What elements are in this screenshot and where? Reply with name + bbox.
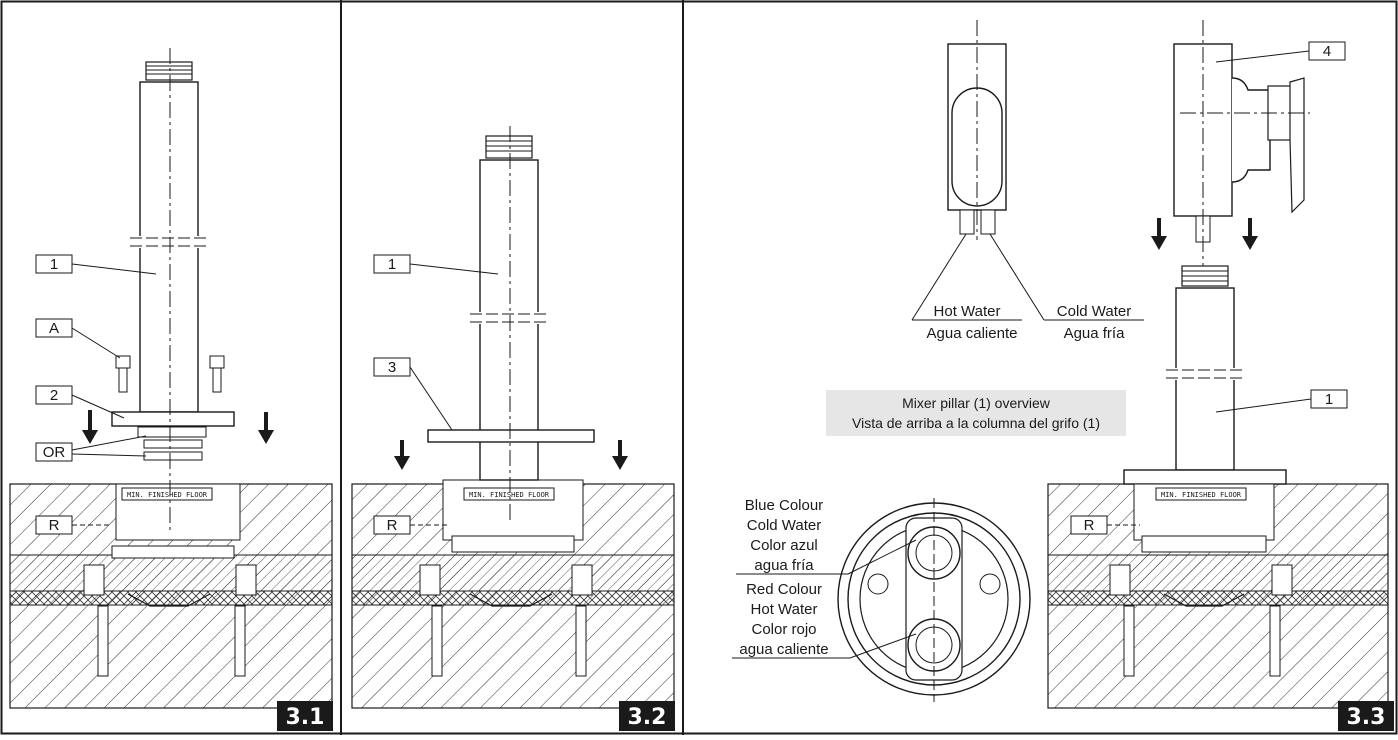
callout-3: 3: [373, 357, 453, 431]
pillar-tube: [130, 61, 210, 413]
pillar-tube: [470, 135, 550, 481]
callout-2: 2: [35, 385, 125, 419]
callout-1: 1: [1215, 389, 1348, 413]
callout-or: OR: [35, 435, 147, 462]
floor-label: MIN. FINISHED FLOOR: [1161, 491, 1242, 499]
blue-note-line: Blue Colour: [745, 497, 823, 514]
overview-caption: Mixer pillar (1) overview Vista de arrib…: [826, 390, 1126, 436]
screw-pair: [115, 355, 225, 393]
panel-3-1: MIN. FINISHED FLOOR: [9, 48, 333, 731]
down-arrow: [612, 440, 628, 470]
red-colour-callout: Red Colour Hot Water Color rojo agua cal…: [732, 581, 917, 659]
callout-label: 3: [388, 359, 396, 376]
callout-label: OR: [43, 444, 66, 461]
callout-label: 1: [50, 256, 58, 273]
callout-4: 4: [1215, 41, 1346, 63]
floor-section: MIN. FINISHED FLOOR: [351, 479, 675, 709]
hot-water-label: Hot Water: [934, 303, 1001, 320]
callout-label: R: [387, 517, 398, 534]
callout-label: 1: [388, 256, 396, 273]
figure-number-badge: 3.1: [277, 701, 333, 731]
callout-label: 2: [50, 387, 58, 404]
callout-label: R: [1084, 517, 1095, 534]
down-arrow: [1242, 218, 1258, 250]
hot-water-label-es: Agua caliente: [927, 325, 1018, 342]
overview-line-2: Vista de arriba a la columna del grifo (…: [852, 415, 1100, 431]
red-note-line: Red Colour: [746, 581, 822, 598]
callout-label: 1: [1325, 391, 1333, 408]
overview-line-1: Mixer pillar (1) overview: [902, 395, 1051, 411]
figure-number: 3.3: [1347, 705, 1386, 730]
flange-assembly: [111, 411, 235, 461]
cold-water-callout: Cold Water Agua fría: [989, 233, 1144, 342]
floor-section: MIN. FINISHED FLOOR: [9, 483, 333, 709]
callout-r: R: [35, 515, 110, 535]
callout-1: 1: [35, 254, 157, 275]
down-arrow: [258, 412, 274, 444]
callout-a: A: [35, 318, 121, 359]
panel-3-3: Hot Water Agua caliente Cold Water Agua …: [732, 20, 1394, 731]
red-note-line: Color rojo: [751, 621, 816, 638]
blue-note-line: Cold Water: [747, 517, 821, 534]
red-note-line: Hot Water: [751, 601, 818, 618]
callout-label: R: [49, 517, 60, 534]
cold-water-label: Cold Water: [1057, 303, 1131, 320]
callout-1: 1: [373, 254, 499, 275]
cover-plate: [427, 429, 595, 443]
callout-label: A: [49, 320, 59, 337]
blue-note-line: agua fría: [754, 557, 814, 574]
panel-3-2: MIN. FINISHED FLOOR 1 3: [351, 126, 675, 731]
callout-r: R: [1070, 515, 1140, 535]
cold-water-label-es: Agua fría: [1064, 325, 1126, 342]
floor-label: MIN. FINISHED FLOOR: [469, 491, 550, 499]
down-arrow: [1151, 218, 1167, 250]
blue-note-line: Color azul: [750, 537, 818, 554]
callout-label: 4: [1323, 43, 1331, 60]
figure-number: 3.2: [628, 705, 667, 730]
pillar-tube: [1166, 265, 1246, 471]
floor-section: MIN. FINISHED FLOOR: [1047, 469, 1389, 709]
down-arrow: [82, 410, 98, 444]
down-arrow: [394, 440, 410, 470]
pillar-top-view: [837, 498, 1031, 702]
mixer-front-view: [947, 20, 1007, 240]
blue-colour-callout: Blue Colour Cold Water Color azul agua f…: [736, 497, 917, 575]
figure-number-badge: 3.3: [1338, 701, 1394, 731]
floor-label: MIN. FINISHED FLOOR: [127, 491, 208, 499]
red-note-line: agua caliente: [739, 641, 828, 658]
hot-water-callout: Hot Water Agua caliente: [911, 233, 1022, 342]
mixer-side-view: [1173, 20, 1310, 470]
callout-r: R: [373, 515, 448, 535]
figure-number-badge: 3.2: [619, 701, 675, 731]
figure-number: 3.1: [286, 705, 325, 730]
